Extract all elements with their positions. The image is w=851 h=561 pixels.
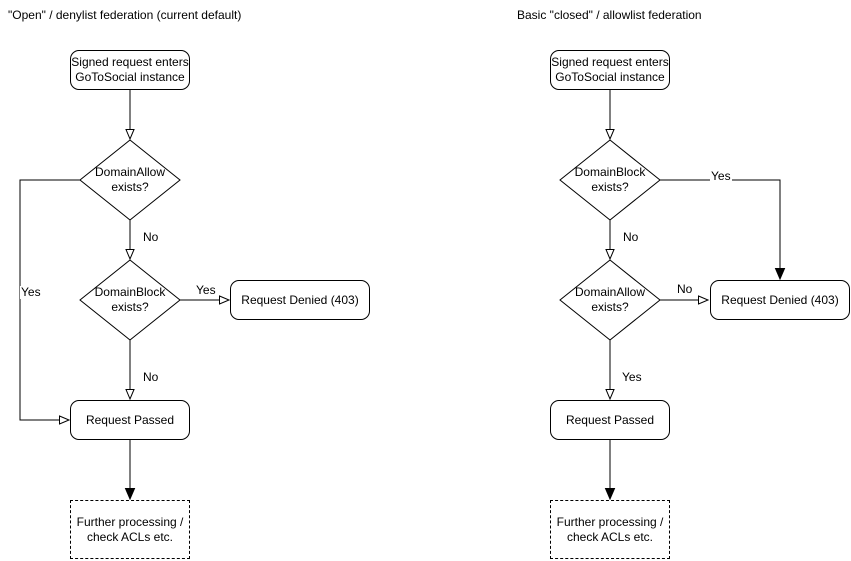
left-decision1-yes-label: Yes	[20, 285, 42, 299]
left-decision2-label: DomainBlock exists?	[94, 285, 166, 314]
right-denied-node: Request Denied (403)	[710, 280, 850, 320]
right-start-node: Signed request enters GoToSocial instanc…	[550, 50, 670, 90]
right-decision2-yes-label: Yes	[621, 370, 643, 384]
left-decision2-diamond	[79, 259, 181, 341]
right-passed-node: Request Passed	[550, 400, 670, 440]
right-decision1-yes-label: Yes	[710, 169, 732, 183]
left-decision1-label: DomainAllow exists?	[94, 165, 166, 194]
right-decision1-label: DomainBlock exists?	[574, 165, 646, 194]
left-passed-node: Request Passed	[70, 400, 190, 440]
left-decision1-diamond	[79, 139, 181, 221]
right-decision2-diamond	[559, 259, 661, 341]
right-decision2-no-label: No	[676, 282, 694, 296]
right-decision1-diamond	[559, 139, 661, 221]
right-decision1-no-label: No	[622, 230, 640, 244]
left-title: "Open" / denylist federation (current de…	[8, 8, 242, 22]
left-decision2-yes-label: Yes	[195, 283, 217, 297]
right-arrow-decision1-yes	[660, 179, 786, 281]
left-start-node: Signed request enters GoToSocial instanc…	[70, 50, 190, 90]
right-decision2-label: DomainAllow exists?	[574, 285, 646, 314]
left-further-node: Further processing / check ACLs etc.	[70, 500, 190, 559]
right-further-node: Further processing / check ACLs etc.	[550, 500, 670, 559]
left-decision1-no-label: No	[142, 230, 160, 244]
right-title: Basic "closed" / allowlist federation	[517, 8, 702, 22]
left-denied-node: Request Denied (403)	[230, 280, 370, 320]
left-decision2-no-label: No	[142, 370, 160, 384]
left-arrow-decision1-yes	[19, 179, 80, 425]
